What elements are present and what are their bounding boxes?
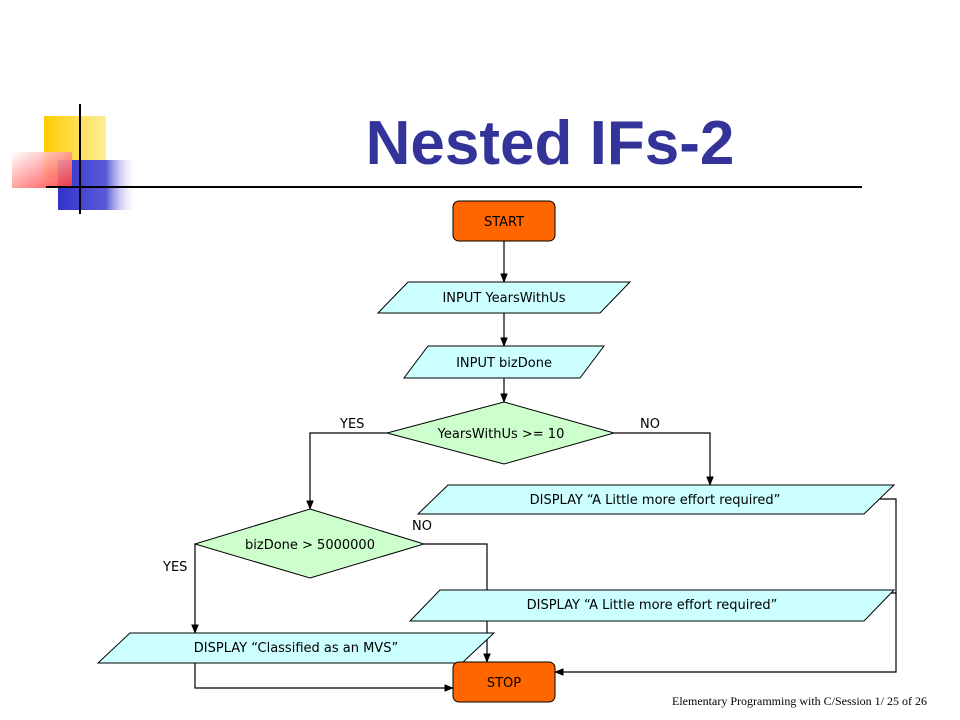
display-effort-outer-label: DISPLAY “A Little more effort required” (530, 493, 781, 508)
slide-title: Nested IFs-2 (365, 109, 735, 178)
arrow-display-outer-to-stop (880, 498, 897, 594)
arrow-right-return-to-stop (554, 593, 897, 676)
decision1-yes-label: YES (339, 417, 364, 432)
decision-years-diamond: YearsWithUs >= 10 (385, 401, 616, 465)
arrow-display-yes-to-stop (194, 663, 454, 692)
decision1-no-label: NO (640, 417, 660, 432)
deco-red-square (12, 152, 72, 188)
input-bizdone-label: INPUT bizDone (456, 356, 552, 371)
decision-bizdone-diamond: bizDone > 5000000 (193, 508, 426, 579)
input-years-label: INPUT YearsWithUs (442, 291, 565, 306)
decision-bizdone-label: bizDone > 5000000 (245, 538, 375, 553)
slide-footer: Elementary Programming with C/Session 1/… (672, 694, 927, 708)
decorative-squares (12, 104, 160, 214)
arrow-decision1-yes (306, 432, 387, 510)
stop-label: STOP (487, 676, 521, 691)
decision-years-label: YearsWithUs >= 10 (437, 427, 565, 442)
display-effort-inner-label: DISPLAY “A Little more effort required” (527, 598, 778, 613)
arrow-decision2-no (424, 543, 491, 608)
arrow-decision1-no (614, 432, 714, 486)
start-label: START (484, 215, 524, 230)
decision2-yes-label: YES (162, 560, 187, 575)
start-terminal: START (452, 200, 556, 242)
display-effort-inner-parallelogram: DISPLAY “A Little more effort required” (408, 589, 896, 622)
input-bizdone-parallelogram: INPUT bizDone (403, 345, 605, 379)
display-classified-parallelogram: DISPLAY “Classified as an MVS” (96, 632, 496, 664)
decision2-no-label: NO (412, 519, 432, 534)
input-years-parallelogram: INPUT YearsWithUs (376, 281, 632, 314)
connectors (191, 241, 897, 692)
display-effort-outer-parallelogram: DISPLAY “A Little more effort required” (416, 484, 896, 515)
display-classified-label: DISPLAY “Classified as an MVS” (194, 641, 398, 656)
stop-terminal: STOP (452, 661, 556, 703)
